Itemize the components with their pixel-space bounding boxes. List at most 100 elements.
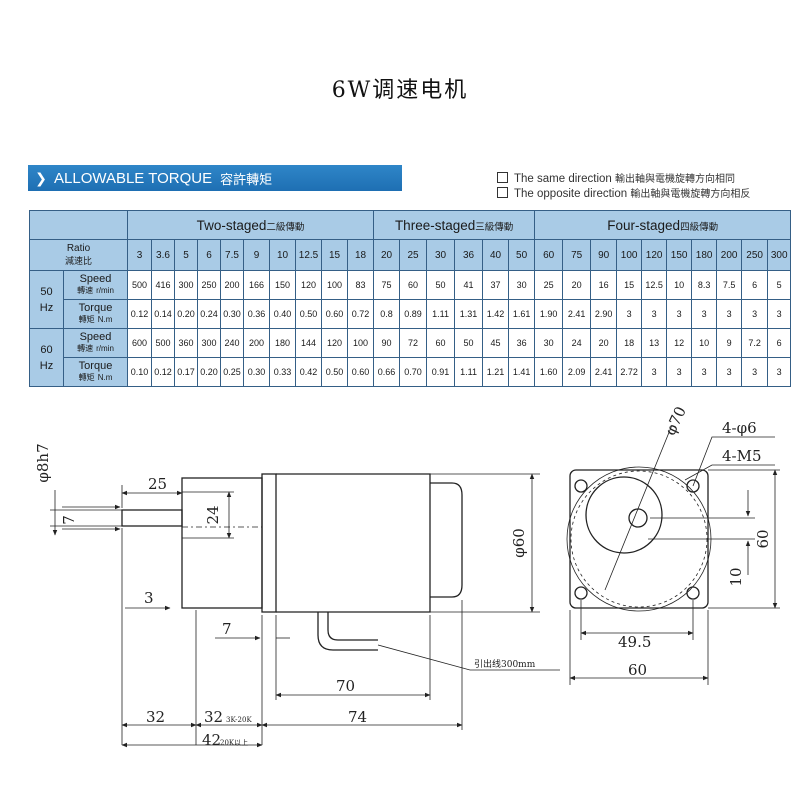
front-view-dimensions bbox=[569, 424, 780, 685]
holes-label: 4-φ6 bbox=[722, 419, 757, 437]
motor-body bbox=[276, 473, 431, 613]
ratio-cell: 7.5 bbox=[220, 239, 244, 271]
legend-opposite-direction: The opposite direction 輸出軸與電機旋轉方向相反 bbox=[497, 185, 750, 200]
speed-value-cell: 9 bbox=[716, 328, 743, 358]
torque-value-cell: 3 bbox=[666, 299, 693, 329]
corner-cell bbox=[29, 210, 128, 240]
torque-label-cn: 轉矩 bbox=[78, 373, 95, 382]
speed-label: Speed bbox=[79, 273, 112, 285]
gear-boss bbox=[585, 476, 663, 554]
ratio-cell: 3 bbox=[127, 239, 152, 271]
speed-value-cell: 18 bbox=[616, 328, 643, 358]
torque-value-cell: 2.90 bbox=[590, 299, 618, 329]
torque-value-cell: 0.89 bbox=[399, 299, 428, 329]
group-name-cn: 四級傳動 bbox=[680, 221, 719, 233]
dim-49-5-label: 49.5 bbox=[618, 633, 651, 651]
torque-value-cell: 2.09 bbox=[562, 357, 592, 387]
torque-value-cell: 0.60 bbox=[321, 299, 348, 329]
torque-value-cell: 0.12 bbox=[127, 299, 152, 329]
frequency-value: 50 bbox=[40, 285, 53, 298]
ratio-cell: 100 bbox=[616, 239, 643, 271]
dim-24-label: 24 bbox=[204, 505, 222, 524]
ratio-cell: 10 bbox=[269, 239, 296, 271]
banner-label: ALLOWABLE TORQUE bbox=[54, 169, 213, 187]
torque-value-cell: 0.14 bbox=[151, 299, 175, 329]
ratio-cell: 25 bbox=[399, 239, 428, 271]
gear-flange bbox=[181, 477, 263, 609]
lead-wire bbox=[317, 612, 378, 651]
dim-3-label: 3 bbox=[144, 589, 154, 607]
speed-value-cell: 5 bbox=[767, 270, 792, 300]
dim-70-label: 70 bbox=[336, 677, 355, 695]
banner-label-cn: 容許轉矩 bbox=[220, 171, 273, 187]
speed-unit: r/min bbox=[96, 344, 114, 353]
speed-value-cell: 50 bbox=[454, 328, 484, 358]
dim-32-left-label: 32 bbox=[146, 708, 165, 726]
speed-value-cell: 13 bbox=[641, 328, 668, 358]
ratio-cell: 6 bbox=[197, 239, 221, 271]
mount-hole bbox=[686, 586, 700, 600]
torque-value-cell: 1.11 bbox=[426, 299, 456, 329]
speed-value-cell: 6 bbox=[741, 270, 769, 300]
ratio-cell: 3.6 bbox=[151, 239, 175, 271]
torque-value-cell: 2.72 bbox=[616, 357, 643, 387]
speed-value-cell: 25 bbox=[534, 270, 564, 300]
lead-wire bbox=[327, 612, 378, 641]
speed-value-cell: 416 bbox=[151, 270, 175, 300]
page-title: 6W调速电机 bbox=[331, 78, 469, 103]
torque-value-cell: 0.24 bbox=[197, 299, 221, 329]
flange-ring bbox=[261, 473, 277, 613]
dim-7-flange-label: 7 bbox=[222, 620, 232, 638]
speed-value-cell: 30 bbox=[534, 328, 564, 358]
torque-unit: N.m bbox=[97, 373, 113, 382]
torque-value-cell: 0.50 bbox=[321, 357, 348, 387]
torque-value-cell: 0.36 bbox=[243, 299, 270, 329]
output-shaft bbox=[121, 509, 183, 527]
speed-value-cell: 8.3 bbox=[691, 270, 718, 300]
torque-value-cell: 1.31 bbox=[454, 299, 484, 329]
torque-value-cell: 0.30 bbox=[220, 299, 244, 329]
speed-value-cell: 500 bbox=[127, 270, 152, 300]
torque-value-cell: 3 bbox=[691, 299, 718, 329]
speed-value-cell: 50 bbox=[426, 270, 456, 300]
ratio-cell: 60 bbox=[534, 239, 564, 271]
group-header: Four-staged四級傳動 bbox=[534, 210, 792, 240]
front-view-labels: φ70 4-φ6 4-M5 60 10 49.5 60 bbox=[618, 404, 772, 679]
torque-value-cell: 0.40 bbox=[269, 299, 296, 329]
torque-value-cell: 2.41 bbox=[562, 299, 592, 329]
ratio-cell: 120 bbox=[641, 239, 668, 271]
legend-text-cn: 輸出軸與電機旋轉方向相同 bbox=[615, 174, 735, 185]
torque-value-cell: 3 bbox=[616, 299, 643, 329]
legend-text-cn: 輸出軸與電機旋轉方向相反 bbox=[630, 189, 751, 200]
torque-value-cell: 1.42 bbox=[482, 299, 510, 329]
speed-value-cell: 75 bbox=[373, 270, 401, 300]
torque-value-cell: 0.50 bbox=[295, 299, 322, 329]
torque-value-cell: 0.42 bbox=[295, 357, 322, 387]
torque-value-cell: 1.61 bbox=[508, 299, 536, 329]
torque-value-cell: 1.41 bbox=[508, 357, 536, 387]
torque-value-cell: 3 bbox=[641, 299, 668, 329]
legend-same-direction: The same direction 輸出軸與電機旋轉方向相同 bbox=[497, 170, 735, 185]
speed-value-cell: 60 bbox=[426, 328, 456, 358]
speed-value-cell: 20 bbox=[562, 270, 592, 300]
speed-label-cn: 轉速 bbox=[77, 344, 94, 353]
dim-32-right-label: 32 bbox=[204, 708, 223, 726]
ratio-cell: 15 bbox=[321, 239, 348, 271]
speed-value-cell: 600 bbox=[127, 328, 152, 358]
torque-value-cell: 3 bbox=[767, 357, 792, 387]
group-name-cn: 三級傳動 bbox=[475, 221, 514, 233]
group-name-cn: 二級傳動 bbox=[266, 221, 305, 233]
speed-value-cell: 100 bbox=[346, 328, 375, 358]
torque-value-cell: 0.20 bbox=[197, 357, 221, 387]
torque-value-cell: 3 bbox=[716, 357, 743, 387]
torque-value-cell: 0.12 bbox=[151, 357, 175, 387]
torque-label: Torque bbox=[78, 302, 113, 314]
ratio-cell: 40 bbox=[482, 239, 510, 271]
lead-wire-label: 引出线300mm bbox=[474, 658, 536, 670]
